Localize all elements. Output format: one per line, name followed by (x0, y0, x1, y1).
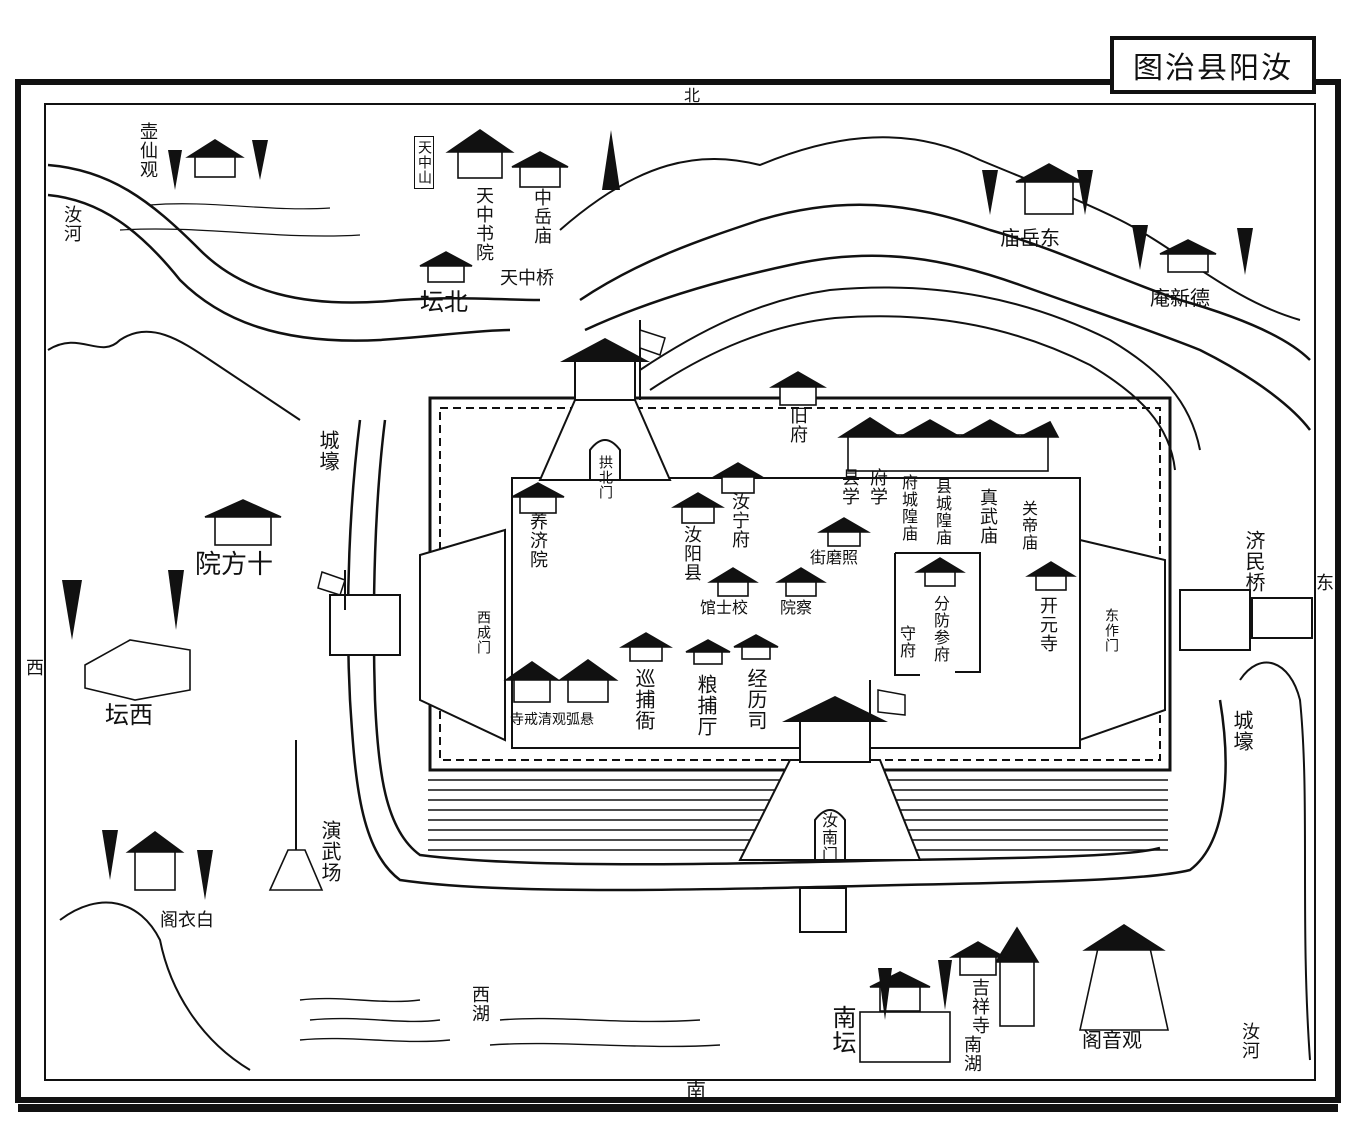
ru-river-north-a (47, 163, 541, 304)
label-bei-tan: 坛北 (420, 288, 468, 316)
west-mountains (47, 330, 301, 421)
label-liang-bu-ting: 粮捕厅 (694, 674, 718, 737)
moat-north-outer (639, 286, 1201, 451)
east-rocks (1239, 661, 1311, 1061)
label-tian-zhong-shu-yuan: 天中书院 (473, 186, 494, 262)
southwest-rocks (59, 901, 251, 1071)
label-xun-bu-jie: 巡捕衙 (632, 668, 656, 731)
ru-river-north-c (579, 203, 1311, 361)
label-ji-xiang-si: 吉祥寺 (969, 978, 990, 1035)
moat-north-inner (649, 315, 1176, 471)
label-fu-xue: 府学 (867, 468, 888, 506)
east-gate (1079, 538, 1313, 742)
label-bai-yi-ge: 阁衣白 (160, 910, 214, 931)
label-jing-li-si: 经历司 (744, 668, 768, 731)
moat-outer (346, 419, 1227, 892)
direction-west: 西 (26, 658, 44, 679)
direction-east: 东 (1316, 573, 1334, 594)
label-dong-yue-miao: 庙岳东 (1000, 226, 1060, 250)
label-dong-zuo-men: 东作门 (1103, 608, 1119, 653)
label-zhong-yue-miao: 中岳庙 (531, 188, 552, 245)
north-gate-tower (538, 320, 672, 481)
north-waves (119, 203, 361, 237)
label-cheng-hao-left: 城壕 (316, 430, 340, 472)
west-lake-waves (299, 997, 451, 1043)
label-shi-fang-yuan: 院方十 (195, 550, 274, 580)
inner-frame (44, 103, 1316, 1081)
label-xiao-shi-guan: 馆士校 (700, 598, 749, 617)
west-gate (317, 528, 506, 742)
ru-river-north-d (584, 254, 1311, 431)
label-de-xin-an: 庵新德 (1150, 286, 1210, 310)
garrison-enclosure (894, 552, 981, 676)
label-yang-ji-yuan: 养济院 (527, 512, 548, 569)
ru-river-north-b (47, 193, 511, 342)
label-tian-zhong-shan: 天中山 (414, 136, 434, 189)
label-ru-ning-fu: 汝宁府 (729, 492, 750, 549)
label-xi-hu: 西湖 (469, 985, 490, 1023)
label-kai-yuan-si: 开元寺 (1037, 596, 1058, 653)
label-ji-min-qiao: 济民桥 (1242, 530, 1266, 593)
outer-frame (15, 79, 1341, 1103)
label-cha-yuan: 院察 (780, 598, 813, 617)
label-jiu-fu: 旧府 (787, 406, 808, 444)
label-ru-he-left: 汝河 (61, 205, 82, 243)
label-yan-wu-chang: 演武场 (318, 820, 342, 883)
label-cheng-hao-right: 城壕 (1230, 710, 1254, 752)
label-hu-xian-guan: 壶仙观 (137, 122, 158, 179)
south-gate-tower (738, 680, 922, 933)
trees (62, 130, 1253, 1020)
label-temple-row: 寺戒清观弧悬 (510, 712, 594, 728)
label-ru-yang-xian: 汝阳县 (681, 525, 702, 582)
label-zhen-wu-miao: 真武庙 (977, 488, 998, 545)
label-xian-cheng-huang-miao: 县城隍庙 (933, 478, 952, 546)
buildings (84, 129, 1217, 1063)
label-xi-tan: 坛西 (105, 701, 153, 729)
label-ru-nan-men: 汝南门 (819, 812, 838, 863)
label-tian-zhong-qiao: 天中桥 (500, 268, 554, 289)
label-fu-cheng-huang-miao: 府城隍庙 (899, 474, 918, 542)
label-zhao-mo-jie: 街磨照 (810, 548, 859, 567)
label-ru-he-right: 汝河 (1239, 1022, 1260, 1060)
label-xian-xue: 县学 (839, 468, 860, 506)
south-lake-waves (489, 1017, 721, 1048)
direction-north: 北 (684, 86, 701, 105)
label-guan-di-miao: 关帝庙 (1019, 500, 1038, 551)
label-nan-tan: 南坛 (828, 1005, 856, 1055)
label-xi-cheng-men: 西成门 (475, 610, 491, 655)
inner-city (511, 477, 1081, 749)
label-shou-fu: 守府 (897, 625, 916, 659)
map-title: 图治县阳汝 (1110, 36, 1316, 94)
label-guan-yin-ge: 阁音观 (1082, 1028, 1142, 1052)
label-fen-fang-can-fu: 分防参府 (931, 595, 950, 663)
label-gong-bei-men: 拱北门 (597, 455, 613, 500)
direction-south: 南 (686, 1078, 706, 1102)
label-nan-hu: 南湖 (961, 1035, 982, 1073)
